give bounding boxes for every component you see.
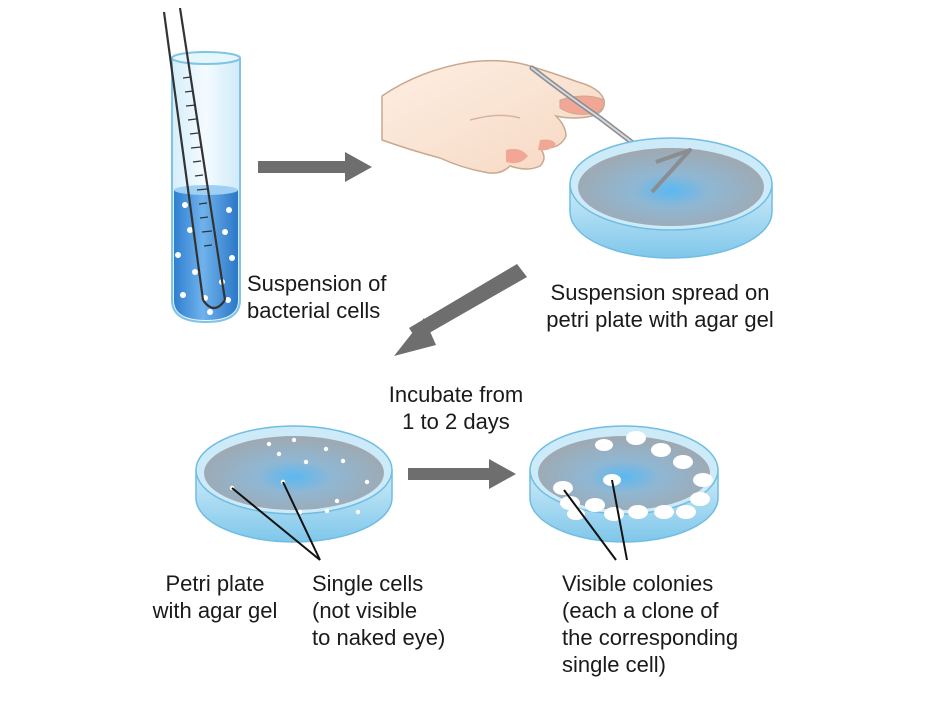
label-line: Single cells bbox=[312, 571, 424, 596]
single-cell bbox=[334, 498, 340, 504]
colony bbox=[585, 498, 605, 512]
label-suspension-of-bacterial-cells: Suspension of bacterial cells bbox=[247, 270, 386, 324]
arrow-right-2 bbox=[408, 459, 516, 489]
colony bbox=[628, 505, 648, 519]
pipette bbox=[162, 7, 227, 310]
colony bbox=[651, 443, 671, 457]
label-suspension-spread: Suspension spread on petri plate with ag… bbox=[529, 279, 791, 333]
single-cells bbox=[229, 437, 370, 515]
label-line: the corresponding bbox=[562, 625, 739, 650]
single-cell bbox=[266, 441, 272, 447]
label-line: (not visible bbox=[312, 598, 418, 623]
colony bbox=[553, 481, 573, 495]
colony bbox=[676, 505, 696, 519]
label-line: Petri plate bbox=[165, 571, 265, 596]
arrow-diagonal bbox=[394, 264, 527, 356]
hand bbox=[381, 59, 605, 174]
label-incubate: Incubate from 1 to 2 days bbox=[370, 381, 542, 435]
label-visible-colonies: Visible colonies (each a clone of the co… bbox=[562, 570, 738, 678]
single-cell bbox=[303, 459, 309, 465]
single-cell bbox=[364, 479, 370, 485]
colony bbox=[560, 496, 580, 510]
label-line: Suspension of bbox=[247, 271, 387, 296]
label-line: with agar gel bbox=[152, 598, 278, 623]
label-line: petri plate with agar gel bbox=[546, 307, 774, 332]
label-line: (each a clone of bbox=[562, 598, 719, 623]
colony bbox=[604, 507, 624, 521]
single-cell bbox=[323, 446, 329, 452]
label-line: to naked eye) bbox=[312, 625, 446, 650]
colony bbox=[693, 473, 713, 487]
colony bbox=[626, 431, 646, 445]
label-line: 1 to 2 days bbox=[402, 409, 510, 434]
label-petri-plate: Petri plate with agar gel bbox=[140, 570, 290, 624]
single-cell bbox=[324, 508, 330, 514]
petri-dish-spread bbox=[569, 137, 773, 259]
single-cell bbox=[355, 509, 361, 515]
label-line: bacterial cells bbox=[247, 298, 381, 323]
petri-dish-single-cells bbox=[195, 425, 393, 543]
label-line: Incubate from bbox=[388, 382, 524, 407]
single-cell bbox=[340, 458, 346, 464]
label-line: Suspension spread on bbox=[550, 280, 770, 305]
arrow-right-1 bbox=[258, 152, 372, 182]
colony bbox=[673, 455, 693, 469]
colony bbox=[654, 505, 674, 519]
label-line: Visible colonies bbox=[562, 571, 714, 596]
colony bbox=[690, 492, 710, 506]
label-single-cells: Single cells (not visible to naked eye) bbox=[312, 570, 445, 651]
single-cell bbox=[297, 509, 303, 515]
leader-lines-colonies bbox=[563, 479, 628, 561]
leader-lines-single-cells bbox=[231, 481, 321, 561]
single-cell bbox=[291, 437, 297, 443]
label-line: single cell) bbox=[562, 652, 666, 677]
test-tube bbox=[162, 7, 241, 324]
single-cell bbox=[276, 451, 282, 457]
colony bbox=[595, 439, 613, 451]
